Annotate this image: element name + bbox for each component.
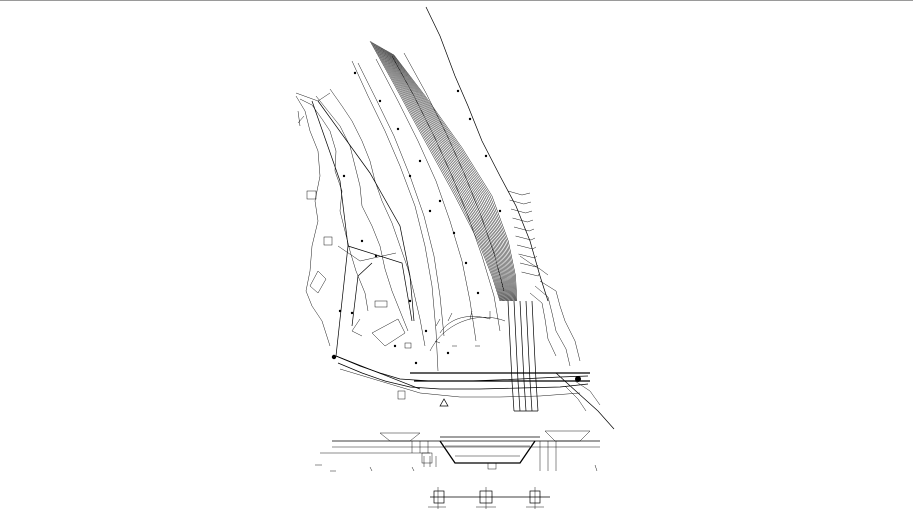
survey-point: [393, 344, 397, 348]
contour-lines-inner: [351, 52, 506, 372]
contour-line: [373, 42, 503, 302]
contour-line: [383, 48, 510, 302]
survey-point: [360, 239, 364, 243]
contour-line: [391, 55, 501, 332]
contour-line: [509, 199, 532, 205]
building-footprints: [306, 190, 412, 400]
contour-line: [382, 47, 510, 302]
contour-line: [372, 42, 502, 302]
contour-line: [370, 41, 502, 302]
contour-line: [512, 217, 534, 223]
survey-point: [476, 291, 480, 295]
survey-point: [408, 174, 412, 178]
contour-line: [389, 52, 515, 302]
survey-point: [338, 309, 342, 313]
survey-point: [456, 89, 460, 93]
survey-point: [452, 231, 456, 235]
survey-point: [396, 127, 400, 131]
cross-section-detail: [315, 430, 600, 472]
survey-point: [438, 199, 442, 203]
contour-line: [386, 50, 513, 302]
contour-line: [391, 53, 516, 302]
survey-traverse-lines: [311, 100, 421, 390]
contour-line: [381, 47, 509, 302]
survey-point: [342, 174, 346, 178]
survey-point: [374, 254, 378, 258]
contour-line: [516, 244, 537, 250]
contour-line: [429, 317, 506, 352]
contour-line: [510, 208, 533, 214]
survey-point: [350, 311, 354, 315]
contour-line: [385, 49, 512, 302]
contour-line: [376, 44, 506, 302]
channel-structure: [507, 300, 539, 412]
survey-point: [468, 117, 472, 121]
contour-line: [375, 58, 477, 342]
diagonal-boundary-line: [425, 6, 615, 430]
survey-point: [414, 361, 418, 365]
contour-line: [439, 316, 491, 334]
survey-point: [464, 261, 468, 265]
contour-line: [357, 62, 445, 337]
contour-line: [379, 46, 508, 302]
survey-point: [428, 209, 432, 213]
contour-line: [393, 54, 518, 302]
contour-line: [518, 253, 538, 259]
survey-point: [378, 99, 382, 103]
contour-line: [388, 51, 514, 302]
survey-point: [498, 209, 502, 213]
survey-point: [484, 154, 488, 158]
contour-line: [392, 53, 517, 302]
contour-lines-right-terrain: [519, 255, 601, 412]
survey-point-markers: [338, 71, 502, 365]
survey-point: [446, 351, 450, 355]
road-corridor: [335, 355, 590, 398]
contour-line: [403, 52, 505, 292]
contour-line: [513, 226, 535, 232]
contour-line: [375, 44, 505, 302]
contour-line: [384, 49, 511, 302]
contour-line: [374, 43, 504, 302]
survey-point: [424, 329, 428, 333]
survey-point: [418, 159, 422, 163]
contour-line: [507, 190, 531, 196]
contour-lines-left: [295, 88, 426, 347]
contour-line: [369, 40, 501, 302]
survey-point: [408, 299, 412, 303]
survey-point: [353, 71, 357, 75]
contour-line: [387, 51, 514, 302]
contour-line: [351, 60, 439, 372]
contour-lines-dense-band: [369, 40, 540, 302]
chainage-tick-marks: [331, 310, 581, 407]
contour-line: [378, 46, 507, 302]
contour-line: [521, 271, 540, 277]
contour-line: [515, 235, 536, 241]
structural-detail-sections: [428, 487, 550, 509]
